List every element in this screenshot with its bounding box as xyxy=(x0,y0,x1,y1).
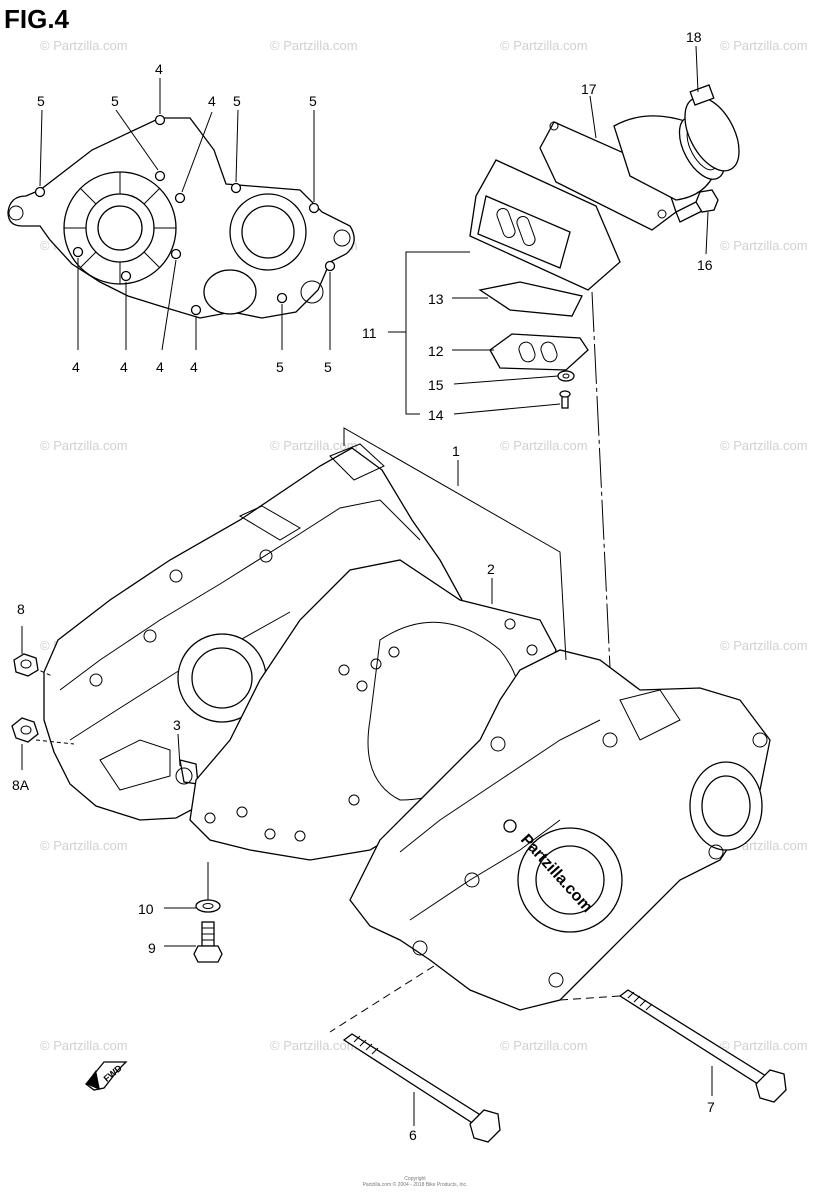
leader-lines-top-right xyxy=(388,45,709,669)
watermark: © Partzilla.com xyxy=(270,1038,358,1053)
copyright-line: Copyright xyxy=(404,1176,426,1182)
callout-label: 4 xyxy=(155,61,163,77)
watermark: © Partzilla.com xyxy=(720,438,808,453)
callout-label: 3 xyxy=(173,717,181,733)
callout-label: 14 xyxy=(428,407,444,423)
watermark-layer: © Partzilla.com © Partzilla.com © Partzi… xyxy=(40,38,808,1053)
callout-label: 12 xyxy=(428,343,444,359)
crankcase-side-view xyxy=(7,114,355,319)
right-crankcase-half xyxy=(349,649,771,1011)
fwd-arrow: FWD xyxy=(85,1061,128,1091)
callout-label: 8 xyxy=(17,601,25,617)
callout-label: 4 xyxy=(120,359,128,375)
leader-lines-top-left xyxy=(39,78,331,351)
reed-valve-assembly xyxy=(469,84,740,409)
callout-label: 11 xyxy=(362,325,377,341)
copyright-line: Partzilla.com © 2004 - 2018 Bike Product… xyxy=(362,1182,468,1188)
callout-label: 6 xyxy=(409,1127,417,1143)
callout-label: 9 xyxy=(148,940,156,956)
callout-labels: 1 2 3 4 4 4 4 4 4 4 5 5 5 5 5 5 6 7 8 8A… xyxy=(12,29,715,1143)
callout-label: 10 xyxy=(138,901,154,917)
watermark: © Partzilla.com xyxy=(720,1038,808,1053)
watermark: © Partzilla.com xyxy=(720,238,808,253)
watermark: © Partzilla.com xyxy=(40,38,128,53)
callout-label: 15 xyxy=(428,377,444,393)
leader-lines-middle xyxy=(21,427,713,1126)
watermark: © Partzilla.com xyxy=(40,838,128,853)
callout-label: 5 xyxy=(37,93,45,109)
callout-label: 5 xyxy=(111,93,119,109)
callout-label: 5 xyxy=(233,93,241,109)
crankcase-long-bolts xyxy=(342,989,787,1143)
callout-label: 8A xyxy=(12,777,30,793)
callout-label: 5 xyxy=(309,93,317,109)
watermark: © Partzilla.com xyxy=(270,38,358,53)
washer-and-bolt xyxy=(193,899,223,963)
watermark: © Partzilla.com xyxy=(720,38,808,53)
figure-title: FIG.4 xyxy=(4,4,70,34)
watermark: © Partzilla.com xyxy=(720,638,808,653)
callout-label: 1 xyxy=(452,443,460,459)
callout-label: 4 xyxy=(208,93,216,109)
watermark: © Partzilla.com xyxy=(40,438,128,453)
callout-label: 4 xyxy=(156,359,164,375)
callout-label: 18 xyxy=(686,29,702,45)
callout-label: 5 xyxy=(276,359,284,375)
watermark: © Partzilla.com xyxy=(500,438,588,453)
watermark: © Partzilla.com xyxy=(270,438,358,453)
watermark: © Partzilla.com xyxy=(500,38,588,53)
callout-label: 4 xyxy=(72,359,80,375)
callout-label: 17 xyxy=(581,81,597,97)
nuts xyxy=(11,653,39,743)
watermark: © Partzilla.com xyxy=(40,1038,128,1053)
callout-label: 16 xyxy=(697,257,713,273)
callout-label: 5 xyxy=(324,359,332,375)
callout-label: 2 xyxy=(487,561,495,577)
callout-label: 13 xyxy=(428,291,444,307)
callout-label: 4 xyxy=(190,359,198,375)
watermark: © Partzilla.com xyxy=(500,1038,588,1053)
callout-label: 7 xyxy=(707,1099,715,1115)
copyright-note: Copyright Partzilla.com © 2004 - 2018 Bi… xyxy=(340,1176,490,1188)
